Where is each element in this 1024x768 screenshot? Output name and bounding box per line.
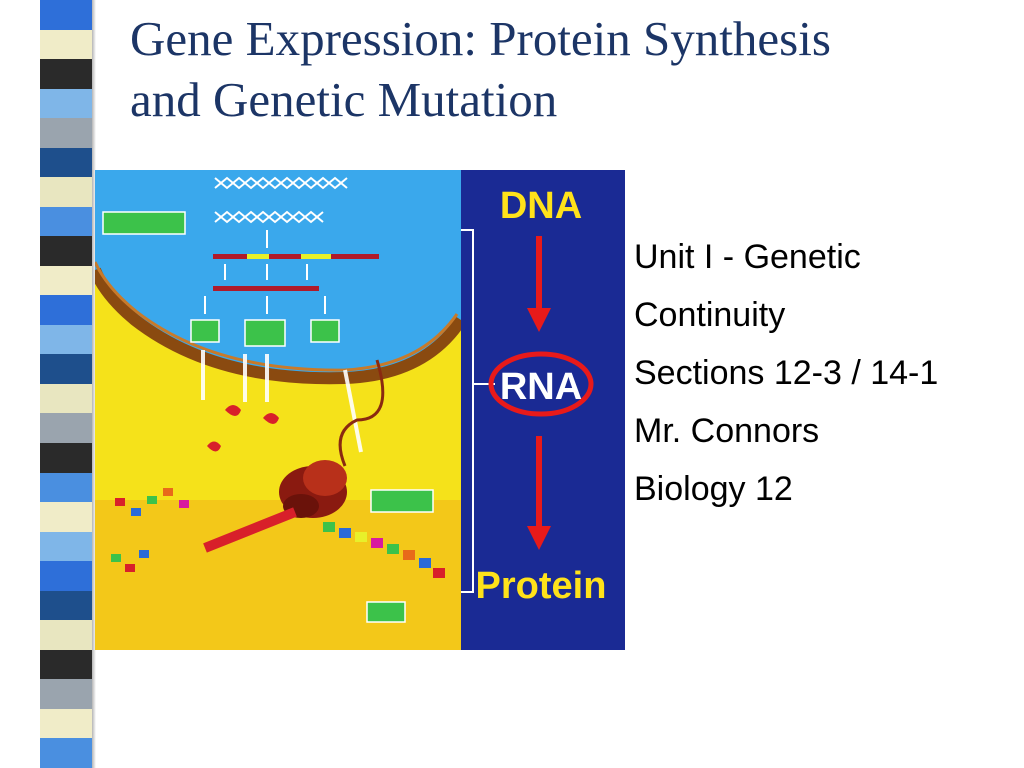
flow-rna-label: RNA [500, 366, 582, 408]
stripe-segment [40, 649, 92, 680]
flow-dna-label: DNA [500, 185, 582, 227]
stripe-segment [40, 0, 92, 30]
dna-helix [214, 176, 348, 224]
stripe-segment [40, 29, 92, 60]
ribosome [279, 460, 347, 518]
info-line: Mr. Connors [634, 412, 820, 450]
stripe-segment [40, 679, 92, 709]
arrow-rna-to-protein [527, 436, 551, 550]
stripe-segment [40, 620, 92, 650]
rna-box-mid [244, 319, 286, 347]
stripe-segment [40, 531, 92, 562]
trna-pieces [111, 488, 189, 572]
translation-box [370, 489, 434, 513]
title-line-2: and Genetic Mutation [130, 72, 558, 127]
info-line: Continuity [634, 296, 786, 334]
decorative-stripe-border [40, 0, 92, 768]
stripe-segment [40, 738, 92, 768]
stripe-segment [40, 88, 92, 119]
stripe-segment [40, 206, 92, 237]
info-line: Unit I - Genetic [634, 238, 861, 276]
amino-acids [207, 405, 279, 452]
stripe-segment [40, 708, 92, 739]
mrna-strands [213, 254, 379, 291]
nucleus-region [95, 170, 461, 379]
stripe-segment [40, 265, 92, 296]
stripe-segment [40, 324, 92, 355]
slide-title: Gene Expression: Protein Synthesis and G… [130, 8, 990, 130]
flow-protein-label: Protein [476, 565, 607, 607]
info-line: Sections 12-3 / 14-1 [634, 354, 939, 392]
arrow-dna-to-rna [527, 236, 551, 332]
stripe-segment [40, 590, 92, 621]
stripe-segment [40, 561, 92, 591]
stripe-segment [40, 295, 92, 325]
rna-box-left [190, 319, 220, 343]
protein-synthesis-illustration: DNA RNA Protein [95, 170, 625, 650]
nuclear-membrane-inner [95, 261, 459, 372]
stripe-segment [40, 118, 92, 148]
nucleus-arrows [204, 230, 326, 314]
stripe-segment [40, 354, 92, 384]
stripe-segment [40, 383, 92, 414]
export-arrows [201, 350, 363, 453]
stripe-shadow [92, 0, 96, 768]
stripe-segment [40, 147, 92, 178]
cytoplasm-lower-shade [95, 500, 461, 650]
protein-box [366, 601, 406, 623]
stripe-segment [40, 177, 92, 207]
stripe-segment [40, 59, 92, 89]
stripe-segment [40, 413, 92, 443]
title-line-1: Gene Expression: Protein Synthesis [130, 11, 831, 66]
central-dogma-panel [461, 170, 625, 650]
stripe-segment [40, 472, 92, 503]
stripe-segment [40, 502, 92, 532]
stripe-segment [40, 442, 92, 473]
nuclear-membrane [95, 267, 467, 385]
bracket-line [461, 229, 474, 593]
transcription-box [102, 211, 186, 235]
rna-box-right [310, 319, 340, 343]
polypeptide-chain [203, 507, 445, 578]
stripe-segment [40, 236, 92, 266]
rna-oval [488, 351, 594, 417]
info-line: Biology 12 [634, 470, 793, 508]
mrna-curve [338, 359, 385, 467]
